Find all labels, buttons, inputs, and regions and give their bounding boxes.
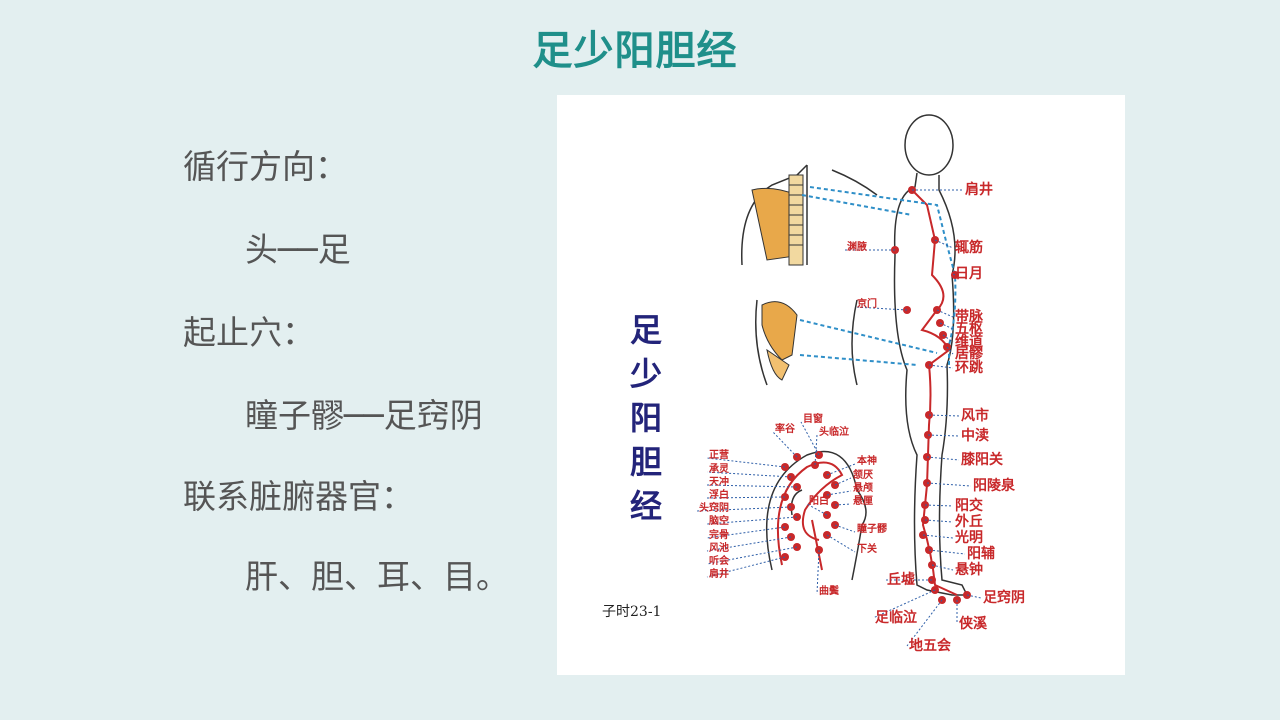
leader-line xyxy=(922,534,954,539)
leader-line xyxy=(706,526,786,539)
leader-line xyxy=(931,564,954,571)
leader-line xyxy=(926,482,972,487)
acupoint-label: 阳交 xyxy=(955,498,983,514)
acupoint-label: 京门 xyxy=(857,299,877,310)
acupoint-label: 天冲 xyxy=(709,477,729,488)
acupoint-label: 颔厌 xyxy=(853,470,873,481)
leader-line xyxy=(934,239,954,249)
acupoint-label: 足临泣 xyxy=(875,610,917,626)
acupoint-label: 带脉 xyxy=(955,309,983,325)
organs-label: 联系脏腑器官： xyxy=(183,477,414,516)
acupoint-label: 维道 xyxy=(955,334,983,350)
leader-line xyxy=(927,434,960,437)
acupoint-label: 承灵 xyxy=(709,464,729,475)
acupoint-label: 五枢 xyxy=(955,321,983,337)
leader-line xyxy=(854,306,908,311)
leader-line xyxy=(826,463,856,476)
acupoint-label: 辄筋 xyxy=(955,240,983,256)
leader-line xyxy=(936,309,954,318)
acupoint-label: 完骨 xyxy=(709,530,729,541)
acupoint-label: 悬厘 xyxy=(853,496,873,507)
hip-inset xyxy=(755,299,858,386)
leader-line xyxy=(926,456,960,461)
acupoint-label: 阳陵泉 xyxy=(973,478,1015,494)
acupoint-label: 渊腋 xyxy=(847,242,867,253)
leader-line xyxy=(772,431,798,458)
acupoint-label: 曲鬓 xyxy=(819,586,839,597)
leader-line xyxy=(706,556,786,578)
acupoint-label: 地五会 xyxy=(909,638,951,654)
acupoint-label: 阳白 xyxy=(809,496,829,507)
leader-line xyxy=(706,496,786,499)
leader-line xyxy=(924,504,954,507)
leader-line xyxy=(706,484,798,488)
acupoint-label: 日月 xyxy=(955,266,983,282)
back-inset xyxy=(741,164,878,266)
acupoint-label: 下关 xyxy=(857,544,877,555)
acupoint-label: 中渎 xyxy=(961,428,989,444)
leader-line xyxy=(826,534,856,553)
direction-label: 循行方向： xyxy=(183,147,348,186)
acupoint-label: 膝阳关 xyxy=(961,452,1003,468)
acupoint-label: 足窍阴 xyxy=(983,590,1025,606)
points-value: 瞳子髎──足窍阴 xyxy=(245,396,483,435)
leader-line xyxy=(826,490,852,496)
leader-line xyxy=(872,589,936,619)
slide-title: 足少阳胆经 xyxy=(532,28,738,74)
acupoint-label: 浮白 xyxy=(709,490,729,501)
acupoint-label: 风市 xyxy=(961,408,989,424)
organs-value: 肝、胆、耳、目。 xyxy=(245,557,509,596)
leader-line xyxy=(906,599,943,647)
acupoint-label: 外丘 xyxy=(955,514,983,530)
acupoint-label: 悬钟 xyxy=(955,562,983,578)
meridian-figure: 足少阳胆经 子时23-1 肩井辄筋日月带脉五枢维道居髎环跳风市中渎膝阳关阳陵泉阳… xyxy=(557,95,1125,675)
acupoint-label: 光明 xyxy=(955,530,983,546)
acupoint-label: 瞳子髎 xyxy=(857,524,887,535)
acupoint-label: 丘墟 xyxy=(887,572,915,588)
figure-code: 子时23-1 xyxy=(602,604,662,620)
acupoint-label: 居髎 xyxy=(955,346,983,362)
leader-line xyxy=(706,457,786,468)
leader-line xyxy=(800,421,820,456)
spine-illustration xyxy=(751,174,804,266)
dotted-path xyxy=(799,186,957,366)
acupoint-label: 率谷 xyxy=(775,424,795,435)
leader-line xyxy=(924,519,954,523)
leader-line xyxy=(816,549,820,595)
leader-line xyxy=(946,346,954,355)
meridian-path xyxy=(911,189,958,596)
points-label: 起止穴： xyxy=(183,313,315,352)
body-outline xyxy=(893,114,969,596)
head-inset xyxy=(765,450,867,581)
acupoint-label: 环跳 xyxy=(955,360,983,376)
acupoint-label: 肩井 xyxy=(965,182,993,198)
leader-line xyxy=(834,477,852,486)
acupoint-label: 风池 xyxy=(709,543,729,554)
leader-line xyxy=(952,273,956,276)
acupoint-label: 阳辅 xyxy=(967,546,995,562)
direction-value: 头──足 xyxy=(245,230,351,269)
vertical-title: 足少阳胆经 xyxy=(625,313,663,533)
leader-line xyxy=(928,414,960,417)
acupoint-label: 头临泣 xyxy=(819,427,849,438)
leader-line xyxy=(928,549,966,555)
leader-line xyxy=(814,434,818,466)
leader-line xyxy=(706,546,798,565)
acupoint-label: 侠溪 xyxy=(959,616,987,632)
acupoint-label: 目窗 xyxy=(803,414,823,425)
acupoint-label: 头窍阴 xyxy=(699,503,729,514)
acupoint-label: 正营 xyxy=(709,450,729,461)
acupoint-label: 肩井 xyxy=(709,569,729,580)
acupoint-label: 本神 xyxy=(857,456,877,467)
leader-line xyxy=(834,503,852,506)
leader-line xyxy=(706,516,798,525)
acupoint-label: 脑空 xyxy=(709,516,729,527)
leader-line xyxy=(834,524,856,533)
acupoint-label: 悬颅 xyxy=(853,483,873,494)
leader-line xyxy=(928,364,954,369)
acupoint-label: 听会 xyxy=(709,556,729,567)
meridian-illustration xyxy=(696,114,982,647)
